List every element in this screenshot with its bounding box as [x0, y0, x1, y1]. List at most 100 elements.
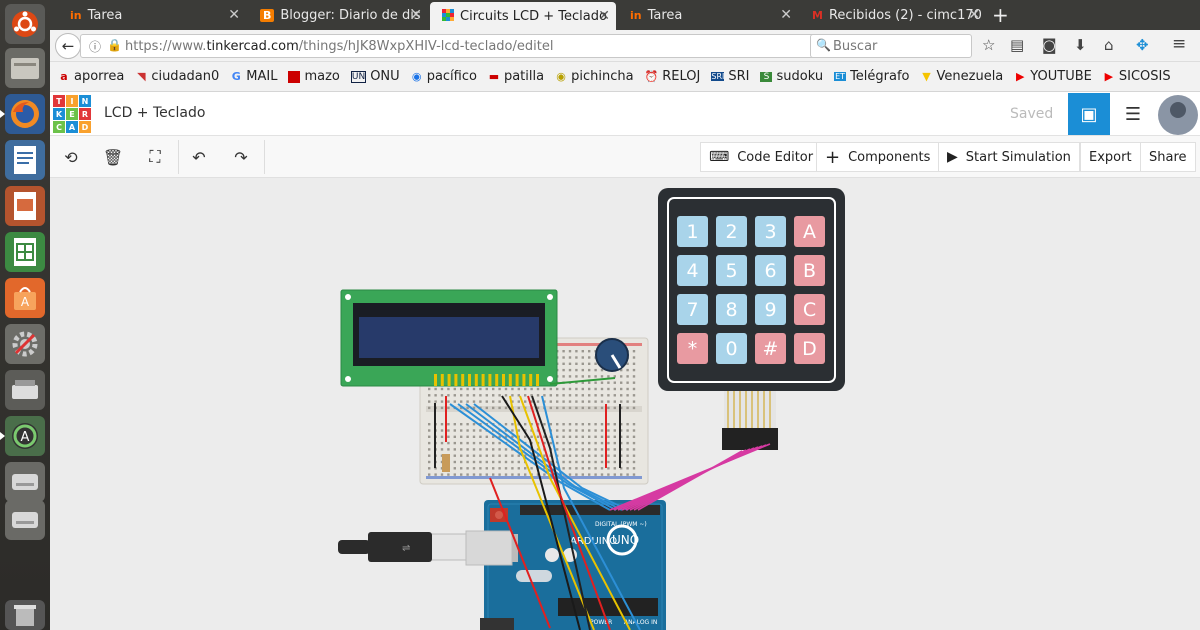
- ubuntu-dash-icon[interactable]: [5, 4, 45, 44]
- undo-icon[interactable]: ↶: [192, 147, 206, 167]
- keypad-key[interactable]: C: [794, 294, 825, 325]
- drive-icon[interactable]: [5, 462, 45, 502]
- keypad-key-label: 4: [686, 260, 698, 282]
- svg-text:A: A: [21, 295, 30, 309]
- trash-icon[interactable]: [5, 600, 45, 630]
- search-icon: 🔍: [816, 38, 831, 52]
- home-icon[interactable]: ⌂: [1104, 36, 1114, 54]
- keypad-key[interactable]: A: [794, 216, 825, 247]
- writer-icon[interactable]: [5, 140, 45, 180]
- keypad-key[interactable]: B: [794, 255, 825, 286]
- keypad-key[interactable]: 5: [716, 255, 747, 286]
- keypad-key[interactable]: 3: [755, 216, 786, 247]
- browser-tab[interactable]: M Recibidos (2) - cimc170 ✕: [812, 7, 982, 23]
- lcd-display[interactable]: [340, 289, 558, 387]
- keypad-key[interactable]: 1: [677, 216, 708, 247]
- usb-cable: ⇌: [338, 532, 467, 562]
- menu-icon[interactable]: ≡: [1172, 34, 1187, 54]
- search-field[interactable]: 🔍 Buscar: [810, 34, 972, 58]
- delete-icon[interactable]: 🗑: [102, 147, 124, 167]
- scanner-icon[interactable]: [5, 370, 45, 410]
- close-tab-icon[interactable]: ✕: [410, 7, 422, 23]
- pacifico-icon: ◉: [411, 70, 422, 83]
- keypad-key[interactable]: 8: [716, 294, 747, 325]
- keypad-key[interactable]: 2: [716, 216, 747, 247]
- keypad-key-label: A: [803, 221, 816, 243]
- close-tab-icon[interactable]: ✕: [228, 7, 240, 23]
- impress-icon[interactable]: [5, 186, 45, 226]
- download-icon[interactable]: ⬇: [1074, 36, 1087, 54]
- code-editor-button[interactable]: ⌨ Code Editor: [700, 142, 823, 172]
- keypad-key[interactable]: 0: [716, 333, 747, 364]
- browser-tab[interactable]: in Tarea ✕: [630, 7, 792, 23]
- back-icon[interactable]: ←: [55, 33, 81, 59]
- tinkercad-logo[interactable]: T I N K E R C A D: [53, 95, 91, 133]
- files-icon[interactable]: [5, 48, 45, 88]
- avatar[interactable]: [1158, 95, 1198, 135]
- extension-icon[interactable]: ✥: [1136, 36, 1149, 54]
- bookmark[interactable]: ◥ciudadan0: [137, 69, 220, 84]
- mazo-icon: ▪: [288, 70, 301, 84]
- close-tab-icon[interactable]: ✕: [598, 8, 610, 24]
- keypad-wires: [609, 443, 771, 511]
- keypad-key-label: D: [802, 338, 817, 360]
- bookmark[interactable]: ◉pichincha: [556, 69, 634, 84]
- star-icon[interactable]: ☆: [982, 36, 996, 54]
- new-tab-icon[interactable]: +: [992, 3, 1009, 27]
- export-button[interactable]: Export: [1080, 142, 1141, 172]
- bookmark[interactable]: ▪mazo: [288, 69, 340, 84]
- bookmark[interactable]: ⏰RELOJ: [644, 69, 701, 84]
- keypad-key[interactable]: #: [755, 333, 786, 364]
- bookmark[interactable]: ◉pacífico: [411, 69, 477, 84]
- circuit-view-button[interactable]: ▣: [1068, 93, 1110, 135]
- keypad-key[interactable]: 4: [677, 255, 708, 286]
- arduino-analog-label: ANALOG IN: [624, 619, 657, 626]
- rotate-icon[interactable]: ⟲: [64, 147, 78, 167]
- settings-icon[interactable]: [5, 324, 45, 364]
- browser-tab[interactable]: B Blogger: Diario de dis ✕: [248, 0, 428, 30]
- keypad-key[interactable]: 7: [677, 294, 708, 325]
- close-tab-icon[interactable]: ✕: [968, 7, 980, 23]
- keypad-key[interactable]: 6: [755, 255, 786, 286]
- bookmark[interactable]: ▬patilla: [488, 69, 545, 84]
- close-tab-icon[interactable]: ✕: [780, 7, 792, 23]
- bookmark[interactable]: ▶YOUTUBE: [1016, 69, 1092, 84]
- firefox-icon[interactable]: [0, 94, 45, 134]
- info-icon[interactable]: ⓘ: [89, 40, 102, 54]
- svg-text:A: A: [21, 430, 30, 445]
- component-list-button[interactable]: ☰: [1112, 93, 1154, 135]
- fit-view-icon[interactable]: ⛶: [149, 147, 161, 166]
- potentiometer[interactable]: [595, 338, 629, 372]
- pocket-icon[interactable]: ◙: [1042, 36, 1057, 54]
- redo-icon[interactable]: ↷: [234, 147, 248, 167]
- bookmark[interactable]: ▼Venezuela: [922, 69, 1004, 84]
- keypad-key[interactable]: *: [677, 333, 708, 364]
- bookmark[interactable]: ▶SICOSIS: [1104, 69, 1171, 84]
- components-button[interactable]: + Components: [816, 142, 940, 172]
- drive-icon[interactable]: [5, 500, 45, 540]
- share-button[interactable]: Share: [1140, 142, 1196, 172]
- patilla-icon: ▬: [488, 70, 500, 83]
- project-title[interactable]: LCD + Teclado: [104, 105, 206, 121]
- software-updater-icon[interactable]: A: [0, 416, 45, 456]
- software-center-icon[interactable]: A: [5, 278, 45, 318]
- browser-tab-active[interactable]: Circuits LCD + Teclado ✕: [430, 2, 616, 30]
- url-field[interactable]: ⓘ 🔒 https://www.tinkercad.com/things/hJK…: [80, 34, 852, 58]
- keypad-key-label: 9: [764, 299, 776, 321]
- browser-tab[interactable]: in Tarea ✕: [70, 7, 240, 23]
- reading-list-icon[interactable]: ▤: [1010, 36, 1025, 54]
- calc-icon[interactable]: [5, 232, 45, 272]
- start-simulation-button[interactable]: ▶ Start Simulation: [938, 142, 1080, 172]
- keypad-key[interactable]: 9: [755, 294, 786, 325]
- keypad-key-label: 1: [686, 221, 698, 243]
- keypad-key[interactable]: D: [794, 333, 825, 364]
